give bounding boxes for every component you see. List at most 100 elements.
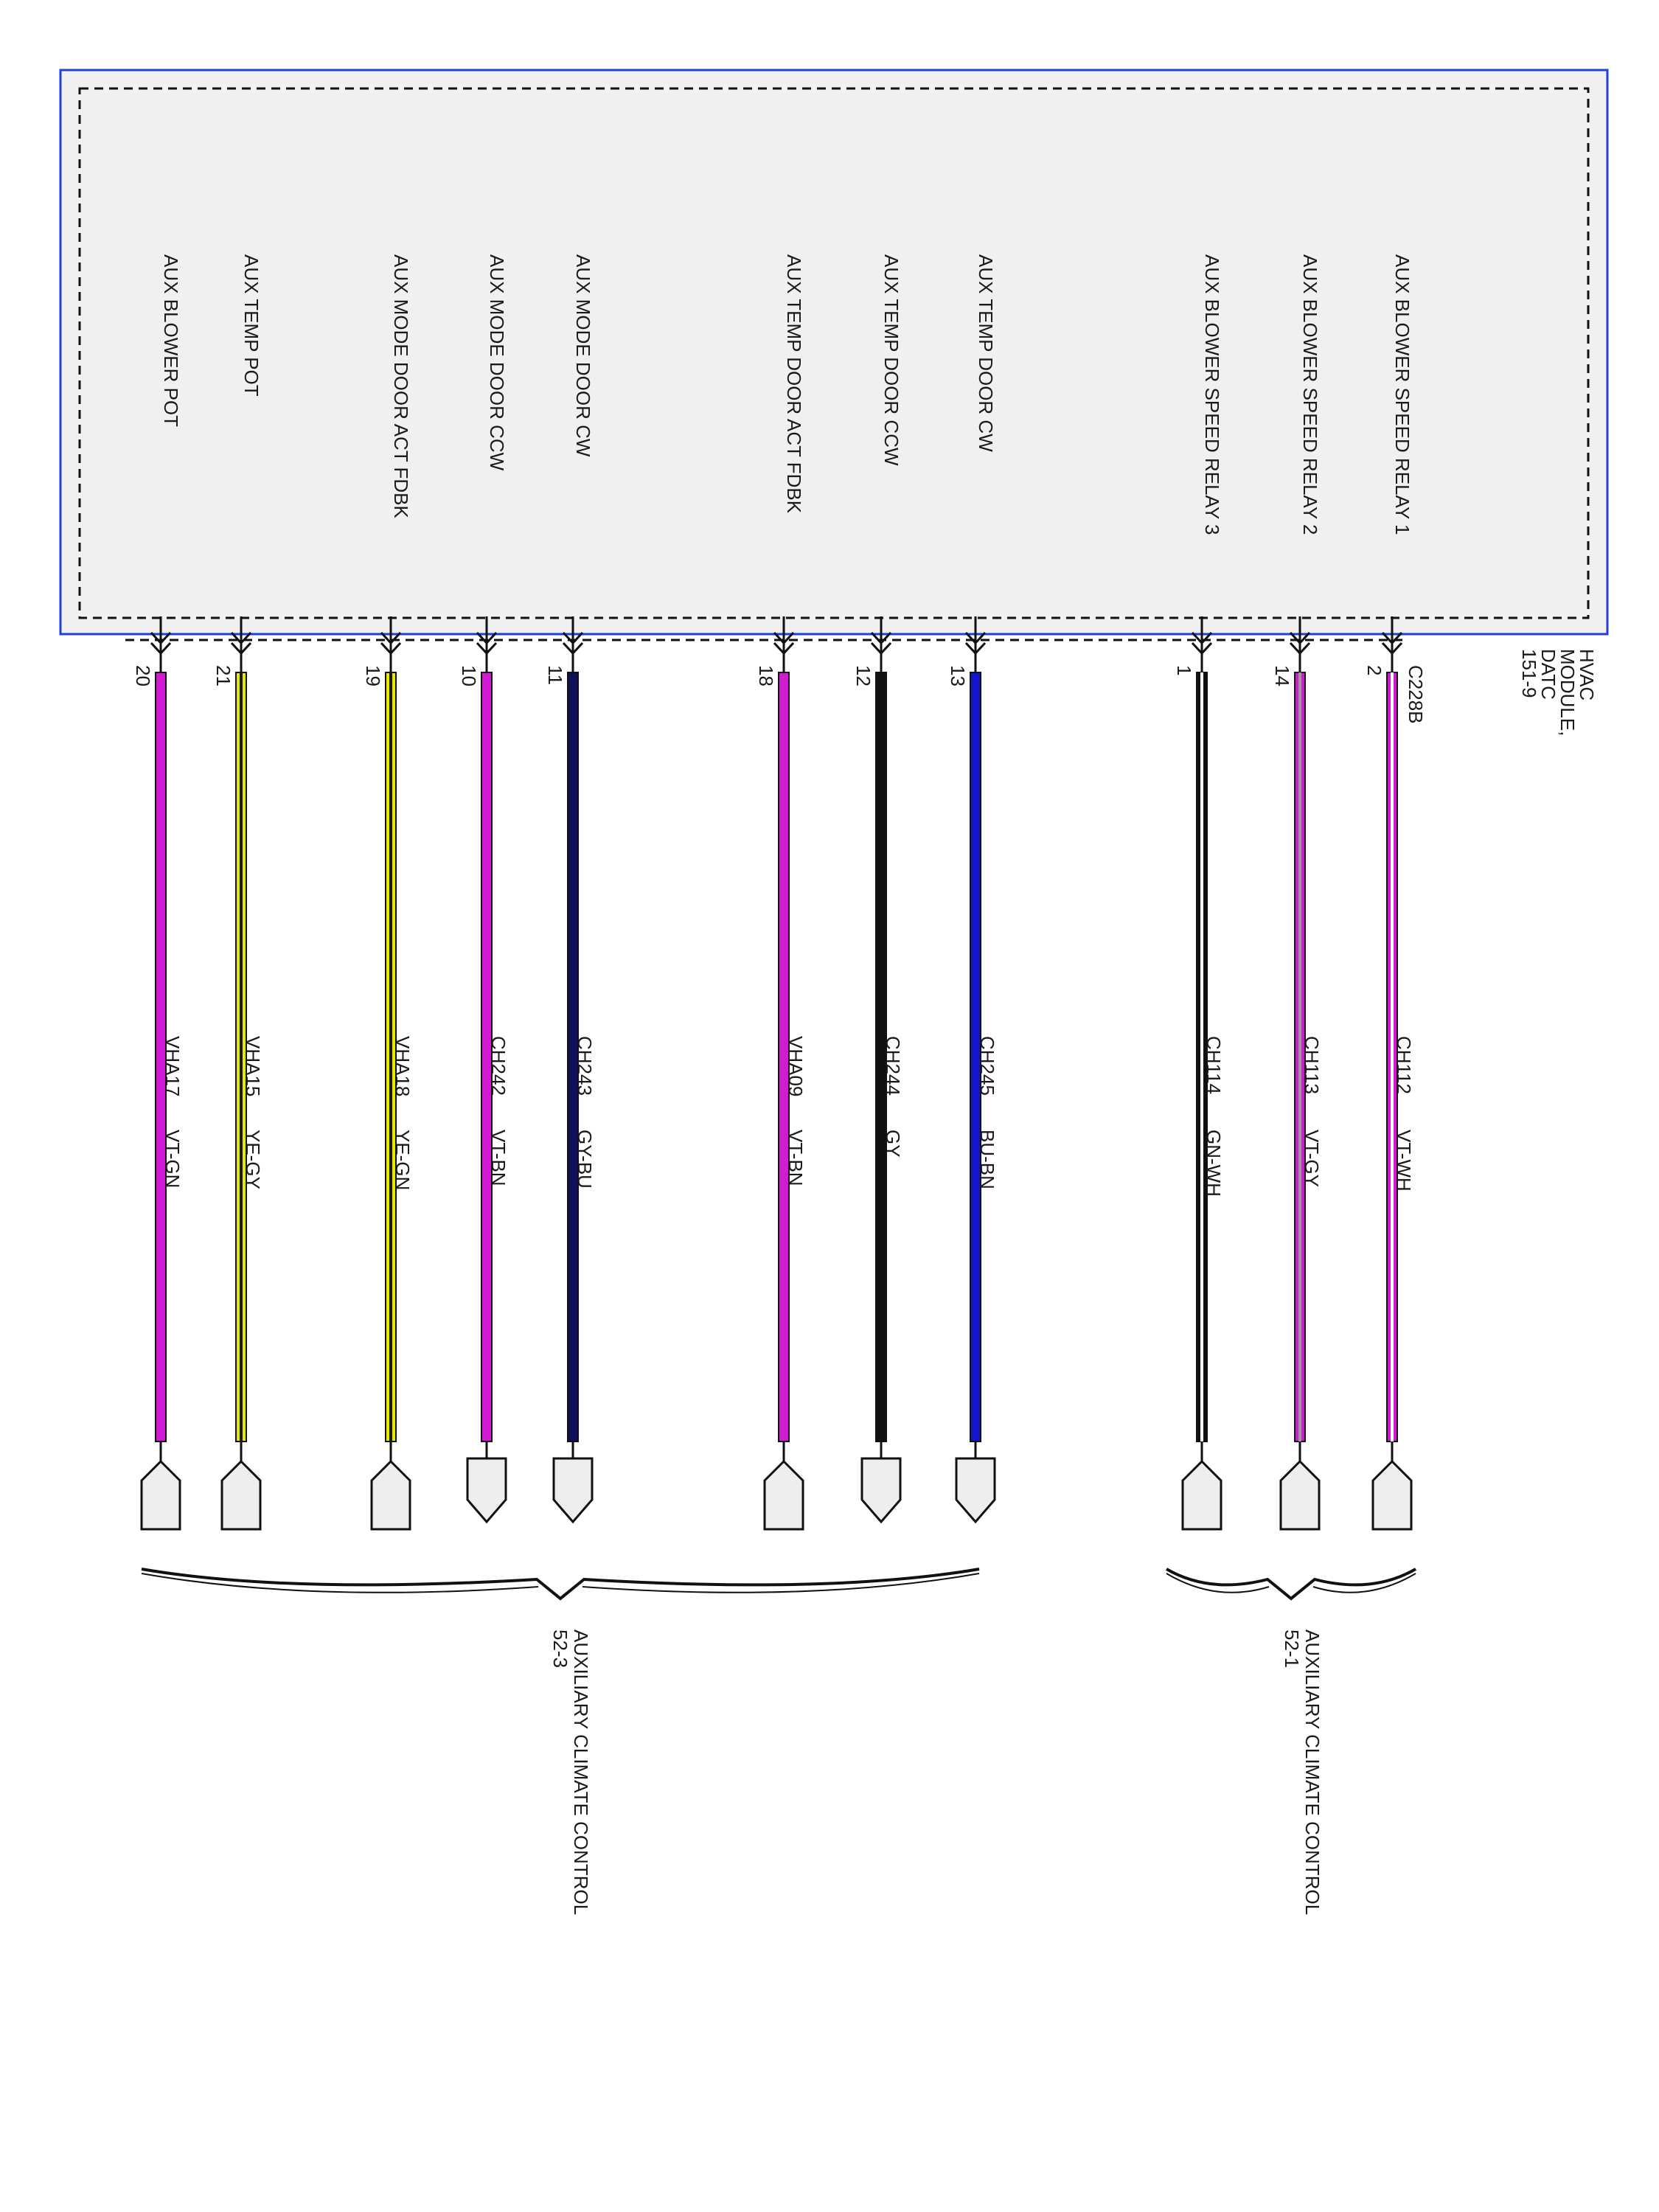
wire-color-code: GY (882, 1130, 904, 1158)
wire-color-code: VT-BN (785, 1130, 807, 1186)
group-brace-52-3-inner (141, 1573, 980, 1593)
group-brace-52-3 (141, 1568, 980, 1601)
terminal-connector-icon (466, 1457, 507, 1524)
pin-number: 20 (132, 665, 154, 686)
pin-number: 12 (852, 665, 874, 686)
pin-chevron-icon (150, 641, 172, 655)
circuit-id: CH245 (976, 1036, 998, 1096)
pin-number: 11 (544, 665, 566, 685)
circuit-id: VHA15 (242, 1036, 264, 1096)
pin-chevron-icon (150, 631, 172, 645)
wire-color-code: VT-WH (1393, 1130, 1415, 1192)
pin-number: 1 (1173, 665, 1195, 675)
wire-function-label: AUX TEMP POT (240, 254, 262, 397)
circuit-id: CH113 (1301, 1036, 1323, 1094)
pin-chevron-icon (230, 631, 252, 645)
pin-chevron-icon (562, 641, 584, 655)
wire-function-label: AUX MODE DOOR CCW (486, 254, 508, 471)
group-brace-52-1-inner (1166, 1573, 1416, 1593)
wire-function-label: AUX TEMP DOOR CW (975, 254, 997, 452)
terminal-connector-icon (1371, 1459, 1413, 1531)
circuit-id: CH244 (882, 1036, 904, 1096)
pin-chevron-icon (1289, 631, 1311, 645)
module-name-line: DATC (1537, 649, 1559, 700)
wire-color-code: VT-BN (487, 1130, 509, 1186)
terminal-connector-icon (220, 1459, 262, 1531)
connector-id: C228B (1405, 665, 1427, 724)
wire-color-code: BU-BN (976, 1130, 998, 1189)
wire-function-label: AUX BLOWER POT (160, 254, 182, 427)
circuit-id: CH242 (487, 1036, 509, 1096)
wire-stripe (1298, 672, 1301, 1441)
pin-number: 13 (947, 665, 969, 686)
group-label-number: 52-1 (1281, 1630, 1303, 1668)
pin-number: 21 (212, 665, 234, 686)
group-brace-52-1 (1166, 1568, 1416, 1601)
terminal-connector-icon (552, 1457, 594, 1524)
pin-chevron-icon (476, 631, 498, 645)
module-name-line: MODULE, (1557, 649, 1579, 736)
pin-chevron-icon (562, 631, 584, 645)
wire-stripe (240, 672, 243, 1441)
terminal-connector-icon (370, 1459, 411, 1531)
pin-number: 19 (362, 665, 384, 686)
terminal-connector-icon (140, 1459, 181, 1531)
pin-number: 10 (458, 665, 480, 686)
module-outline (59, 69, 1609, 636)
group-label-title: AUXILIARY CLIMATE CONTROL (570, 1630, 592, 1915)
pin-chevron-icon (380, 631, 402, 645)
wire-color-code: VT-GN (161, 1130, 184, 1188)
pin-chevron-icon (1381, 631, 1403, 645)
pin-chevron-icon (380, 641, 402, 655)
wire-stripe (1200, 672, 1203, 1441)
group-label-title: AUXILIARY CLIMATE CONTROL (1301, 1630, 1324, 1915)
pin-chevron-icon (870, 631, 892, 645)
wire-function-label: AUX BLOWER SPEED RELAY 1 (1391, 254, 1413, 535)
group-label-number: 52-3 (549, 1630, 571, 1668)
module-name-line: 151-9 (1518, 649, 1540, 698)
pin-chevron-icon (1381, 641, 1403, 655)
module-name-line: HVAC (1576, 649, 1598, 700)
wire-color-code: VT-GY (1301, 1130, 1323, 1187)
pin-number: 14 (1271, 665, 1293, 686)
wire-color-code: YE-GY (242, 1130, 264, 1189)
pin-chevron-icon (476, 641, 498, 655)
circuit-id: CH112 (1393, 1036, 1415, 1094)
circuit-id: VHA09 (785, 1036, 807, 1096)
pin-number: 2 (1363, 665, 1385, 675)
pin-chevron-icon (230, 641, 252, 655)
pin-chevron-icon (1191, 641, 1213, 655)
wire-function-label: AUX BLOWER SPEED RELAY 3 (1201, 254, 1223, 535)
pin-number: 18 (755, 665, 777, 686)
terminal-connector-icon (763, 1459, 804, 1531)
circuit-id: CH243 (574, 1036, 596, 1096)
wire-function-label: AUX TEMP DOOR ACT FDBK (783, 254, 805, 514)
wire-stripe (1391, 672, 1394, 1441)
pin-chevron-icon (773, 631, 795, 645)
module-dashed-outline (78, 87, 1590, 619)
wire-function-label: AUX TEMP DOOR CCW (880, 254, 902, 466)
circuit-id: VHA18 (392, 1036, 414, 1096)
terminal-connector-icon (860, 1457, 902, 1524)
pin-chevron-icon (1289, 641, 1311, 655)
terminal-connector-icon (955, 1457, 996, 1524)
terminal-connector-icon (1181, 1459, 1222, 1531)
wire-color-code: GN-WH (1203, 1130, 1225, 1197)
wire-color-code: YE-GN (392, 1130, 414, 1190)
wire-color-code: GY-BU (574, 1130, 596, 1189)
circuit-id: VHA17 (161, 1036, 184, 1096)
pin-chevron-icon (964, 641, 987, 655)
wire-function-label: AUX MODE DOOR ACT FDBK (390, 254, 412, 518)
